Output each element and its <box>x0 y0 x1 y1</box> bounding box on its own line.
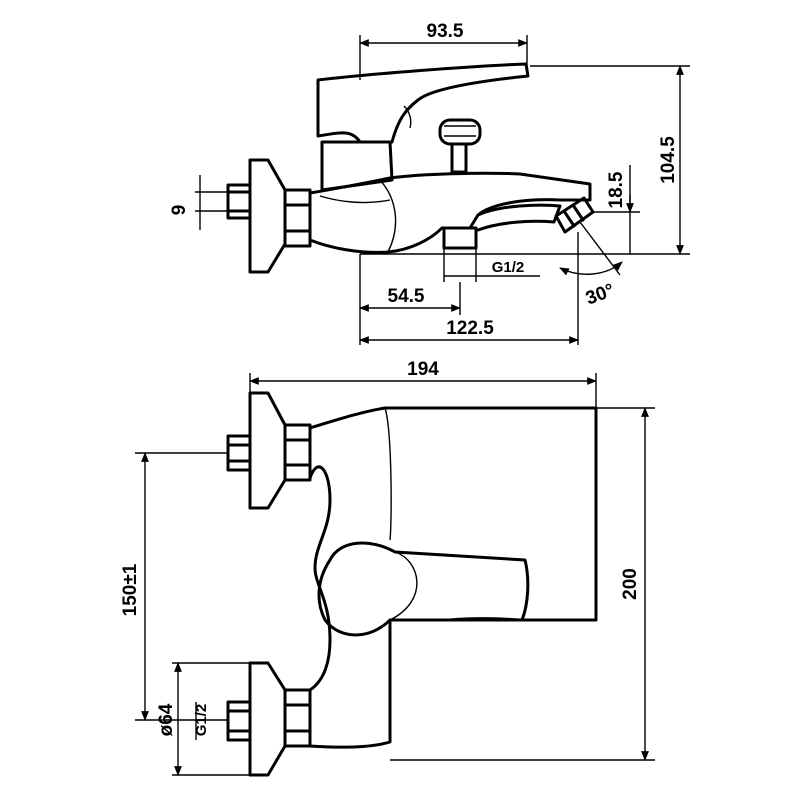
dim-outlet-thread: G1/2 <box>492 259 525 276</box>
front-body <box>308 406 598 749</box>
dim-centers: 150±1 <box>120 563 141 616</box>
front-top-flange <box>248 391 287 510</box>
dim-front-height: 200 <box>620 568 641 600</box>
dim-center-to-outlet: 54.5 <box>388 286 425 307</box>
front-lever <box>317 541 530 637</box>
front-view: 194 200 150±1 ø64 G1/2 <box>120 359 655 777</box>
dim-inlet-diameter: 9 <box>169 205 190 216</box>
side-spout-tip <box>554 196 595 234</box>
dim-inlet-thread: G1/2 <box>193 704 210 737</box>
side-view: 93.5 104.5 18.5 9 G1/2 54.5 <box>169 21 690 345</box>
front-top-connector <box>226 434 252 472</box>
dim-spout-height: 18.5 <box>606 171 627 208</box>
side-hex-nut <box>283 188 312 248</box>
dim-overall-width: 194 <box>407 359 439 380</box>
dim-center-to-spout-tip: 122.5 <box>446 318 494 339</box>
front-bottom-connector <box>226 700 252 742</box>
side-inlet-connector <box>226 183 252 220</box>
diverter-knob <box>438 118 482 174</box>
dim-handle-reach: 93.5 <box>427 21 464 42</box>
dim-overall-height: 104.5 <box>658 136 679 184</box>
front-bottom-flange <box>248 661 287 777</box>
dim-spout-angle: 30° <box>583 280 617 310</box>
front-top-nut <box>283 423 312 482</box>
side-lever-handle <box>316 62 530 144</box>
side-spout-pipe <box>476 203 562 232</box>
side-wall-flange <box>248 158 287 274</box>
side-body <box>308 171 592 254</box>
front-dimensions: 194 200 150±1 ø64 G1/2 <box>120 359 655 776</box>
side-dimensions: 93.5 104.5 18.5 9 G1/2 54.5 <box>169 21 690 345</box>
side-cartridge <box>320 140 394 192</box>
front-bottom-nut <box>283 688 312 748</box>
dim-flange-diameter: ø64 <box>156 703 177 736</box>
side-outlet <box>442 226 478 250</box>
